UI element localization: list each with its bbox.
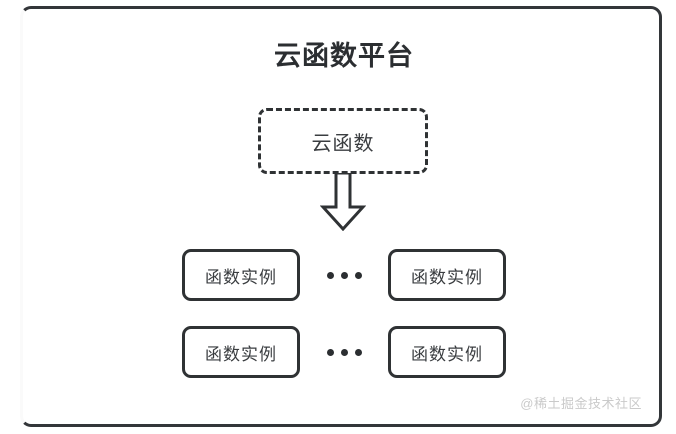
ellipsis-dot <box>340 271 348 279</box>
block-arrow-down-icon <box>319 171 367 232</box>
ellipsis-dot <box>354 348 362 356</box>
watermark: @稀土掘金技术社区 <box>520 396 642 411</box>
ellipsis-icon <box>300 348 388 356</box>
cloud-function-node-label: 云函数 <box>311 132 375 155</box>
ellipsis-dot <box>354 271 362 279</box>
function-instance-box[interactable]: 函数实例 <box>388 326 506 378</box>
function-instance-box[interactable]: 函数实例 <box>182 249 300 301</box>
function-instance-box[interactable]: 函数实例 <box>182 326 300 378</box>
function-instance-row: 函数实例 函数实例 <box>23 249 665 301</box>
function-instance-label: 函数实例 <box>411 267 483 287</box>
function-instance-label: 函数实例 <box>411 344 483 364</box>
ellipsis-dot <box>340 348 348 356</box>
cloud-function-platform-frame: 云函数平台 云函数 函数实例 函数实例 <box>20 6 662 427</box>
function-instance-grid: 函数实例 函数实例 函数实例 <box>23 249 665 378</box>
ellipsis-dot <box>326 348 334 356</box>
page-title: 云函数平台 <box>274 41 414 71</box>
cloud-function-node[interactable]: 云函数 <box>258 108 428 174</box>
ellipsis-icon <box>300 271 388 279</box>
function-instance-row: 函数实例 函数实例 <box>23 326 665 378</box>
function-instance-box[interactable]: 函数实例 <box>388 249 506 301</box>
function-instance-label: 函数实例 <box>205 267 277 287</box>
ellipsis-dot <box>326 271 334 279</box>
function-instance-label: 函数实例 <box>205 344 277 364</box>
